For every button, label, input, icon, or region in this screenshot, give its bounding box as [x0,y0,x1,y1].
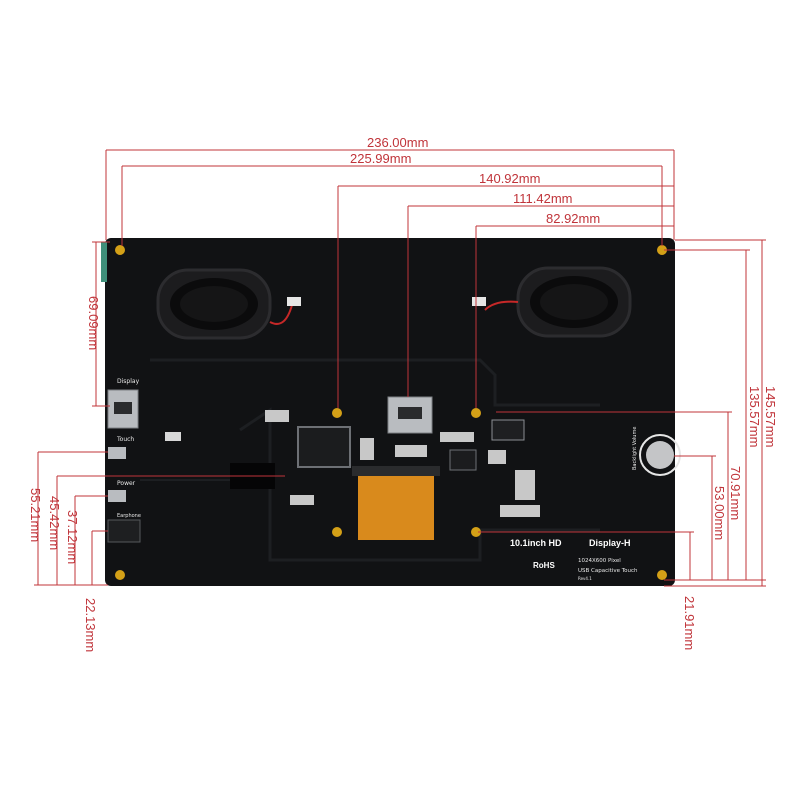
speaker-connector [287,297,301,306]
mount-hole [115,570,125,580]
ic-chip [449,449,477,471]
fpc-ribbon-connector [352,466,440,476]
speaker-left [156,268,272,340]
dim-label-135: 135.57mm [747,386,762,447]
chip-small [395,445,427,457]
label-earphone: Earphone [117,513,141,519]
earphone-jack [107,519,141,543]
label-touch: Touch [116,436,134,443]
chip-small [440,432,474,442]
top-dimensions: 236.00mm 225.99mm 140.92mm 111.42mm 82.9… [105,135,675,408]
hdmi-port-center-inner [398,407,422,419]
usb-touch-port [108,447,126,459]
dim-label-111: 111.42mm [513,191,573,206]
switch [165,432,181,441]
mount-hole [657,245,667,255]
speaker-right [516,266,632,338]
dim-label-37: 37.12mm [65,510,80,564]
mount-hole [471,527,481,537]
usb-power-port [108,490,126,502]
dim-label-53: 53.00mm [712,486,727,540]
dim-label-145: 145.57mm [763,386,778,447]
backlight-knob-ring [639,434,681,476]
dim-label-21: 21.91mm [682,596,697,650]
label-product: Display-H [589,538,631,548]
label-power: Power [117,480,136,487]
speaker-wire [484,300,519,311]
label-backlight: Backlight Volume [632,427,638,470]
dim-label-70: 70.91mm [728,466,743,520]
mount-hole [115,245,125,255]
main-chip [297,426,351,468]
board-edge-left [101,242,107,282]
label-touch-usb: USB Capacitive Touch [578,568,638,574]
dim-label-55: 55.21mm [28,488,43,542]
chip-small [515,470,535,500]
dim-label-69: 69.09mm [86,296,101,350]
board-trace [150,358,600,407]
backlight-knob [646,441,674,469]
label-rev: Rev4.1 [578,576,592,581]
dim-label-45: 45.42mm [47,496,62,550]
mount-hole [471,408,481,418]
label-rohs: RoHS [533,561,555,570]
dim-label-236: 236.00mm [367,135,428,150]
hdmi-port-left-inner [114,402,132,414]
chip-small [290,495,314,505]
dim-label-225: 225.99mm [350,151,411,166]
dim-label-22: 22.13mm [83,598,98,652]
label-display: Display [117,378,140,385]
left-dimensions: 69.09mm 55.21mm 45.42mm 37.12mm 22.13mm [28,241,285,652]
chip-small [360,438,374,460]
chip-small [265,410,289,422]
backlight-connector [491,419,525,441]
label-model: 10.1inch HD [510,538,562,548]
right-dimensions: 145.57mm 135.57mm 70.91mm 53.00mm 21.91m… [478,239,778,650]
mount-hole [657,570,667,580]
display-board: Display Touch Power Earphone Backlight V… [101,238,681,586]
label-pixel: 1024X600 Pixel [578,558,621,564]
dim-label-140: 140.92mm [479,171,540,186]
fpc-ribbon [358,470,434,540]
chip-small [500,505,540,517]
speaker-connector [472,297,486,306]
chip-small [488,450,506,464]
mount-hole [332,408,342,418]
dim-label-82: 82.92mm [546,211,600,226]
speaker-wire [269,304,293,325]
mount-hole [332,527,342,537]
